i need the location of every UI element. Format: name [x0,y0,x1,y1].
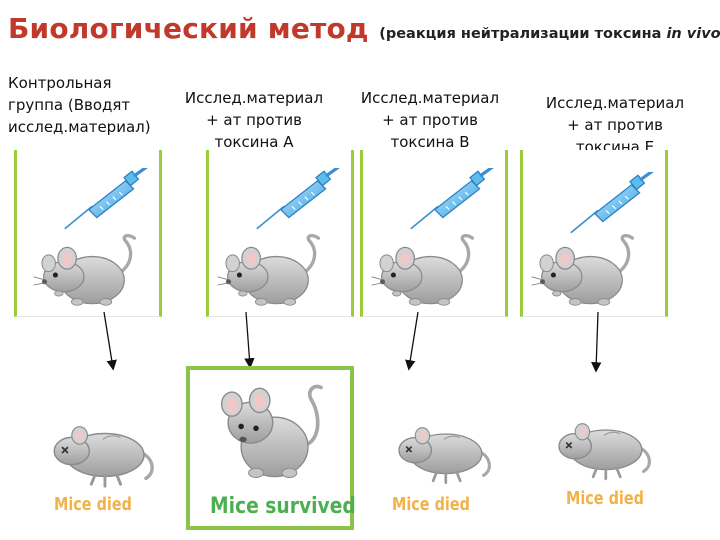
slide-title: Биологический метод (реакция нейтрализац… [8,12,720,45]
result-label-toxin-b: Mice died [392,494,470,515]
arrow-toxin-a [244,311,255,369]
title-subtitle: (реакция нейтрализации токсина in vivo) [379,26,720,42]
dead-mouse-icon [557,422,651,481]
label-line: группа (Вводят [8,96,131,114]
label-line: + ат против [567,116,663,134]
subtitle-prefix: (реакция нейтрализации токсина [379,26,667,42]
label-line: Исслед.материал [545,94,685,112]
label-line: Исслед.материал [360,89,500,107]
label-line: Контрольная [8,74,112,92]
column-label-control: Контрольная группа (Вводят исслед.матери… [8,72,151,138]
result-toxin-a: Mice survived [186,366,356,530]
title-main: Биологический метод [8,12,369,45]
arrow-toxin-b [405,311,419,371]
label-line: токсина А [214,133,294,151]
dead-mouse-icon [52,424,154,488]
result-toxin-e: Mice died [548,386,658,518]
result-label-toxin-a: Mice survived [210,494,356,519]
column-label-toxin-a: Исслед.материал + ат против токсина А [180,87,328,153]
survived-mouse-icon [219,384,323,480]
label-line: токсина В [390,133,470,151]
arrow-control [103,311,117,371]
label-line: Исслед.материал [184,89,324,107]
result-control: Mice died [40,392,166,524]
dead-mouse-icon [397,426,491,485]
label-line: исслед.материал) [8,118,151,136]
column-label-toxin-b: Исслед.материал + ат против токсина В [352,87,508,153]
result-toxin-b: Mice died [388,392,498,524]
label-line: + ат против [382,111,478,129]
label-line: + ат против [206,111,302,129]
arrow-toxin-e [591,311,602,373]
subtitle-italic: in vivo [666,26,720,42]
result-label-toxin-e: Mice died [566,488,644,509]
result-label-control: Mice died [54,494,132,515]
